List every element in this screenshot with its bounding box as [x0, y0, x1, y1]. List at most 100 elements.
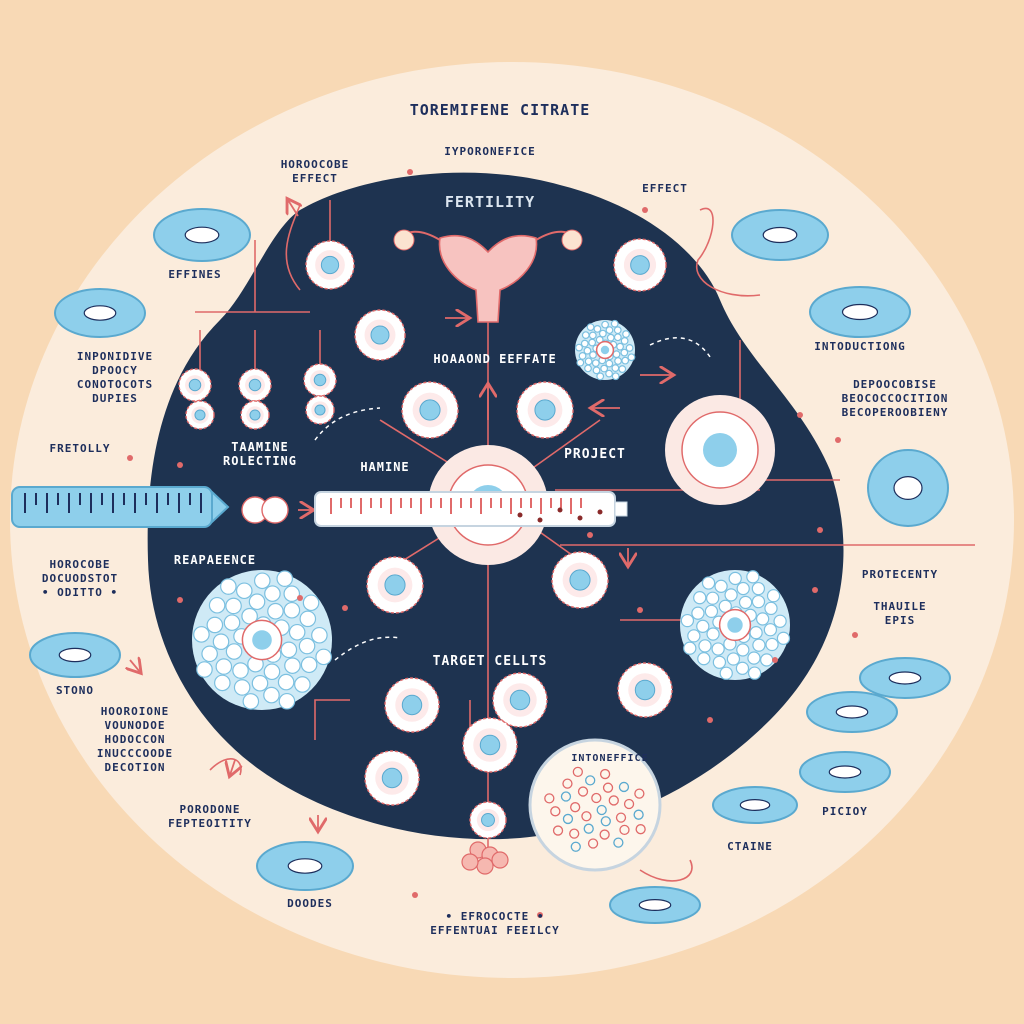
cell-nucleus: [630, 255, 650, 275]
cell-nucleus: [188, 378, 202, 392]
cluster-cell: [606, 333, 615, 342]
cluster-cell: [263, 663, 281, 681]
cluster-cell: [298, 637, 316, 655]
cell-cluster-icon-right: [680, 570, 791, 680]
cluster-cell: [591, 359, 600, 367]
syringe-tick: [380, 498, 382, 508]
decor-dot: [342, 605, 348, 611]
oval-cell-nucleus: [828, 765, 862, 779]
uterus-icon: [393, 229, 583, 323]
cluster-cell: [589, 351, 597, 359]
magnifier-particle: [550, 806, 561, 817]
cluster-cell: [284, 657, 301, 674]
cluster-cell: [288, 623, 306, 641]
cell-nucleus: [248, 378, 262, 392]
syringe-drop: [557, 507, 563, 513]
magnifier-particle: [581, 811, 592, 822]
cell-icon: [366, 556, 424, 614]
cluster-cell: [712, 655, 727, 669]
magnifier-particle: [583, 823, 594, 834]
cell-nucleus: [313, 373, 327, 387]
magnifier-particle: [591, 792, 602, 804]
cluster-cell: [575, 343, 583, 352]
magnifier-particle: [634, 788, 645, 799]
label-fertility: FERTILITY: [444, 193, 536, 211]
cluster-cell: [706, 627, 720, 641]
magnifier-particle: [608, 795, 619, 806]
cell-icon: [401, 381, 459, 439]
cell-icon: [712, 786, 798, 824]
cell-nucleus: [384, 574, 406, 596]
cell-icon: [516, 381, 574, 439]
cluster-cell: [251, 674, 269, 692]
cluster-cell: [613, 326, 622, 335]
cell-nucleus: [419, 399, 441, 421]
cluster-cell: [705, 591, 720, 605]
magnifier-particle: [635, 824, 646, 835]
label-inponidive: INPONIDIVE DPOOCY CONOTOCOTS DUPIES: [76, 350, 154, 405]
cluster-cell: [208, 596, 226, 614]
cluster-cell: [277, 673, 295, 691]
cluster-cell: [278, 692, 296, 710]
arrow: [130, 660, 140, 672]
thermometer-tick: [167, 493, 169, 505]
cell-icon: [29, 632, 121, 678]
cell-icon: [551, 551, 609, 609]
cluster-cell: [598, 329, 607, 338]
cluster-cell: [605, 369, 613, 378]
syringe-tick: [520, 498, 522, 508]
cell-nucleus: [370, 325, 390, 345]
magnifier-particle: [615, 812, 627, 823]
label-hormone-effect: HOROOCOBE EFFECT: [280, 158, 350, 185]
cluster-cell: [724, 588, 738, 602]
syringe-tick: [440, 498, 442, 508]
magnifier-particle: [569, 828, 580, 839]
syringe-icon: [314, 491, 628, 527]
cluster-cell: [749, 626, 763, 640]
cluster-cell: [232, 662, 249, 679]
label-hoaond-effate: HOAAOND EEFFATE: [433, 352, 557, 366]
dividing-cell-b: [261, 496, 289, 524]
label-fretolly: FRETOLLY: [49, 442, 111, 455]
cluster-cell: [764, 601, 778, 616]
thermometer-icon: [11, 486, 230, 528]
cell-icon: [305, 240, 355, 290]
syringe-tick: [430, 498, 432, 508]
magnifier-particle: [570, 841, 581, 852]
magnifier-icon: [528, 738, 662, 872]
cell-nucleus: [481, 813, 495, 827]
label-picioy: PICIOY: [822, 805, 868, 818]
cluster-cell: [593, 324, 602, 333]
thermometer-tick: [24, 493, 26, 513]
cluster-cell: [701, 576, 716, 590]
cell-nucleus: [634, 679, 656, 701]
cluster-cell: [746, 570, 760, 584]
connector-line: [529, 419, 601, 471]
syringe-tick: [400, 498, 402, 508]
magnifier-particle: [613, 837, 624, 848]
syringe-tick: [490, 498, 492, 508]
cluster-cell: [225, 643, 243, 660]
cell-icon: [54, 288, 146, 338]
cell-cluster-icon-left: [192, 570, 332, 710]
cluster-cell: [621, 356, 630, 365]
cluster-cell: [704, 604, 719, 618]
cluster-cell: [193, 626, 210, 643]
cell-icon: [153, 208, 251, 262]
syringe-drop: [577, 515, 583, 521]
oval-cell-nucleus: [835, 705, 869, 719]
label-hamine: HAMINE: [360, 460, 410, 474]
cell-nucleus: [194, 409, 206, 421]
label-doodes: DOODES: [287, 897, 333, 910]
cluster-nucleus: [252, 630, 272, 650]
thermometer-tick: [112, 493, 114, 513]
cell-icon: [354, 309, 406, 361]
decor-dot: [177, 597, 183, 603]
cluster-cell: [627, 353, 636, 362]
curly-accent: [209, 758, 242, 776]
cluster-blob: [461, 853, 479, 871]
cluster-cell: [726, 652, 741, 666]
cluster-cell: [610, 319, 619, 328]
label-effines: EFFINES: [168, 268, 222, 281]
